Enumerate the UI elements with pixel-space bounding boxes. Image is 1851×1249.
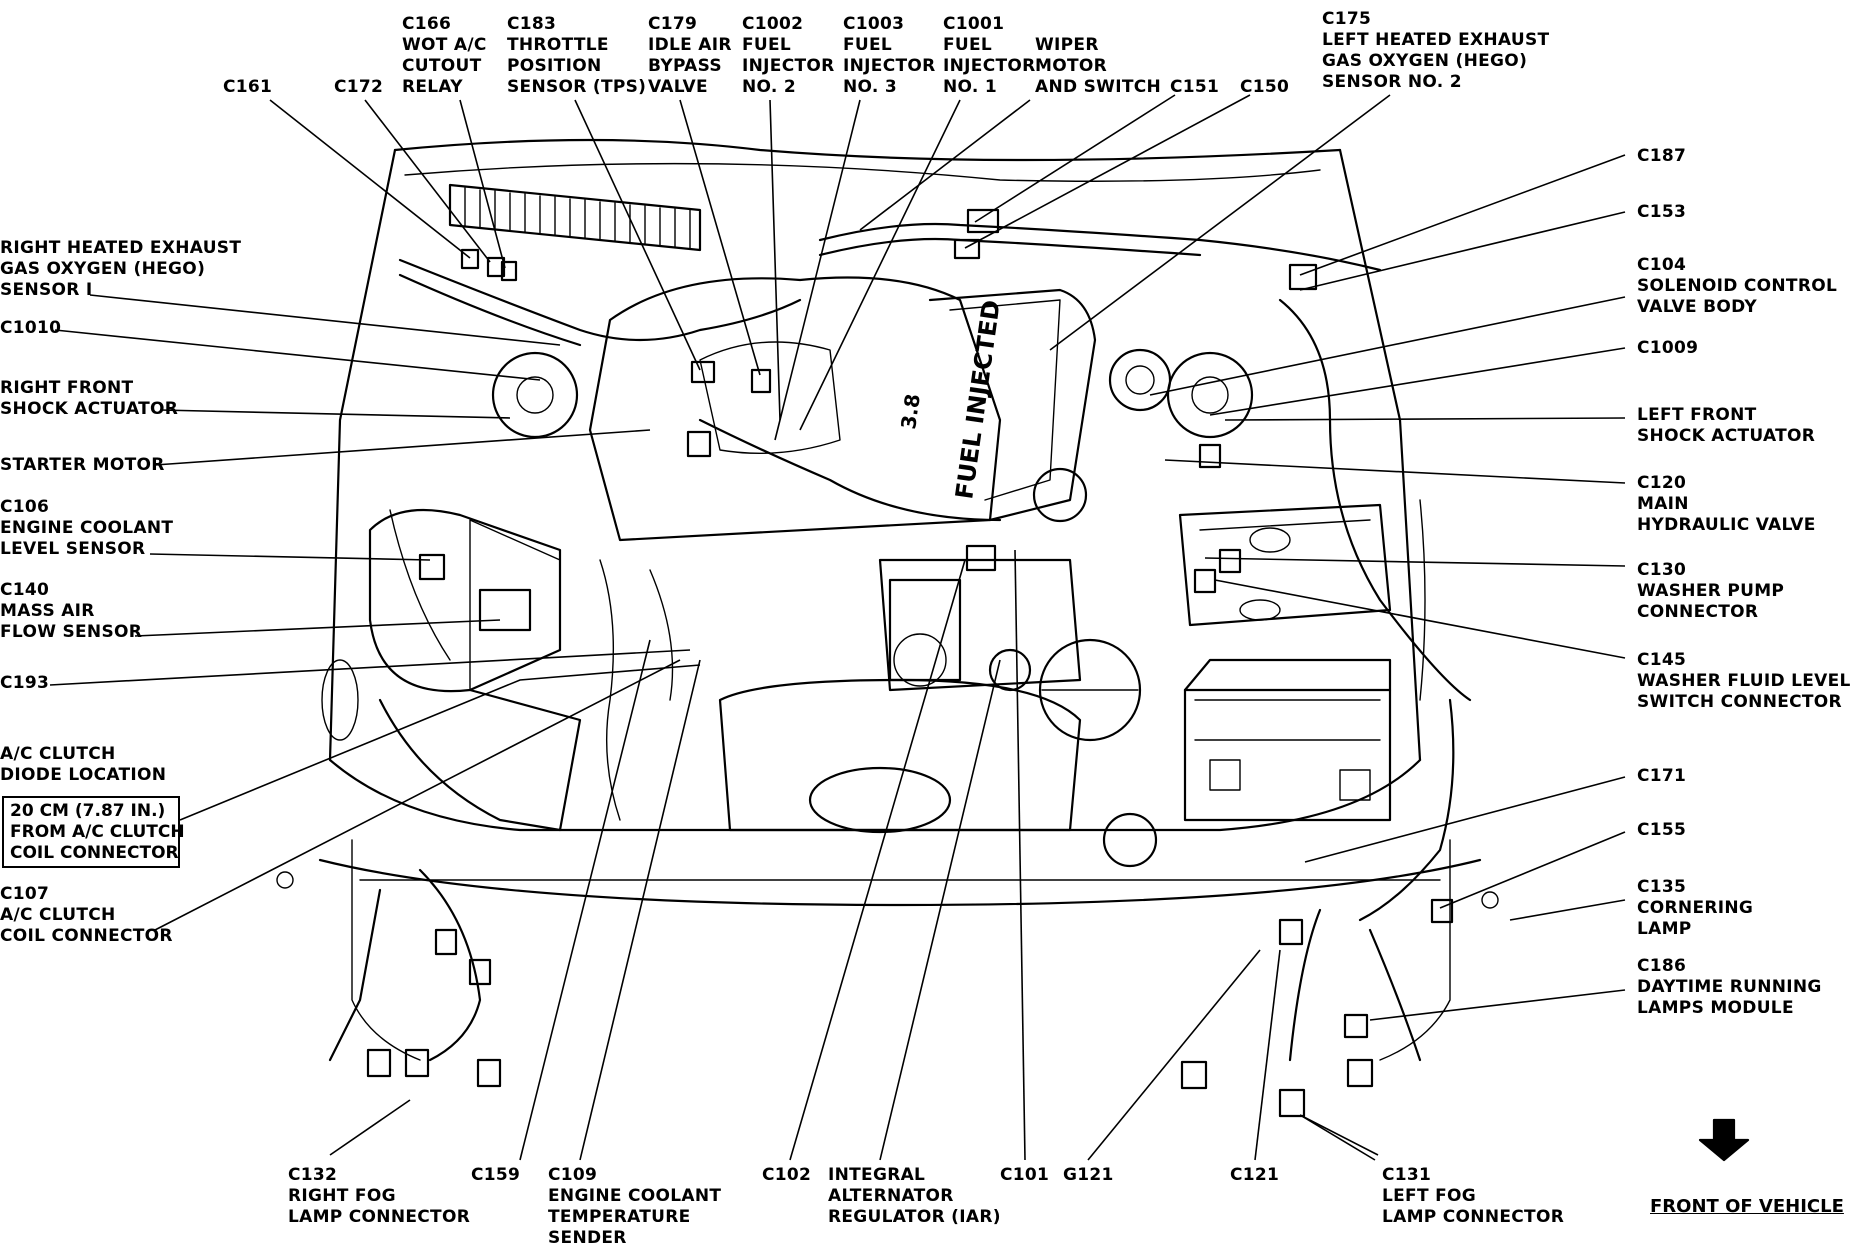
label-c159: C159 xyxy=(471,1165,521,1185)
label-iar: INTEGRAL ALTERNATOR REGULATOR (IAR) xyxy=(828,1165,1001,1227)
label-c187: C187 xyxy=(1637,146,1687,166)
front-of-vehicle-caption: FRONT OF VEHICLE xyxy=(1650,1196,1844,1217)
label-c121: C121 xyxy=(1230,1165,1280,1185)
label-right-front-shock: RIGHT FRONT SHOCK ACTUATOR xyxy=(0,378,179,419)
label-c145: C145 WASHER FLUID LEVEL SWITCH CONNECTOR xyxy=(1637,650,1851,712)
label-c130: C130 WASHER PUMP CONNECTOR xyxy=(1637,560,1785,622)
fender-outline xyxy=(318,138,1482,1061)
label-c101: C101 xyxy=(1000,1165,1050,1185)
label-c1001: C1001 FUEL INJECTOR NO. 1 xyxy=(943,14,1036,97)
label-ac-clutch-diode: A/C CLUTCH DIODE LOCATION xyxy=(0,744,167,785)
leader-lines xyxy=(49,94,1626,1161)
battery xyxy=(1183,658,1392,822)
label-c171: C171 xyxy=(1637,766,1687,786)
dimension-note-box: 20 CM (7.87 IN.) FROM A/C CLUTCH COIL CO… xyxy=(2,796,185,868)
engine-badge-text: 3.8 xyxy=(896,392,925,430)
washer-reservoir xyxy=(1178,503,1392,627)
label-c132: C132 RIGHT FOG LAMP CONNECTOR xyxy=(288,1165,471,1227)
front-arrow-icon xyxy=(1698,1118,1750,1162)
label-c193: C193 xyxy=(0,673,50,693)
air-cleaner xyxy=(321,508,582,832)
engine-block: FUEL INJECTED 3.8 xyxy=(588,276,1172,742)
label-c166: C166 WOT A/C CUTOUT RELAY xyxy=(402,14,487,97)
label-c172: C172 xyxy=(334,77,384,97)
label-c140: C140 MASS AIR FLOW SENSOR xyxy=(0,580,143,642)
label-c104: C104 SOLENOID CONTROL VALVE BODY xyxy=(1637,255,1838,317)
label-c1009: C1009 xyxy=(1637,338,1699,358)
label-c175: C175 LEFT HEATED EXHAUST GAS OXYGEN (HEG… xyxy=(1322,9,1550,92)
label-c102: C102 xyxy=(762,1165,812,1185)
label-c1010: C1010 xyxy=(0,318,62,338)
label-c179: C179 IDLE AIR BYPASS VALVE xyxy=(648,14,732,97)
engine-marking-text: FUEL INJECTED xyxy=(950,298,1006,501)
label-c183: C183 THROTTLE POSITION SENSOR (TPS) xyxy=(507,14,647,97)
strut-towers xyxy=(389,351,1426,701)
label-c1002: C1002 FUEL INJECTOR NO. 2 xyxy=(742,14,835,97)
label-c153: C153 xyxy=(1637,202,1687,222)
label-c155: C155 xyxy=(1637,820,1687,840)
cowl-grille xyxy=(448,183,702,252)
label-c120: C120 MAIN HYDRAULIC VALVE xyxy=(1637,473,1816,535)
label-c151: C151 xyxy=(1170,77,1220,97)
label-c106: C106 ENGINE COOLANT LEVEL SENSOR xyxy=(0,497,174,559)
label-right-hego: RIGHT HEATED EXHAUST GAS OXYGEN (HEGO) S… xyxy=(0,238,242,300)
label-wiper-motor: WIPER MOTOR AND SWITCH xyxy=(1035,35,1162,97)
label-c161: C161 xyxy=(223,77,273,97)
label-left-front-shock: LEFT FRONT SHOCK ACTUATOR xyxy=(1637,405,1816,446)
label-c1003: C1003 FUEL INJECTOR NO. 3 xyxy=(843,14,936,97)
label-c109: C109 ENGINE COOLANT TEMPERATURE SENDER xyxy=(548,1165,722,1248)
label-c150: C150 xyxy=(1240,77,1290,97)
label-c186: C186 DAYTIME RUNNING LAMPS MODULE xyxy=(1637,956,1822,1018)
wiring-harness xyxy=(328,222,1472,1062)
label-starter-motor: STARTER MOTOR xyxy=(0,455,165,475)
label-g121: G121 xyxy=(1063,1165,1114,1185)
label-c131: C131 LEFT FOG LAMP CONNECTOR xyxy=(1382,1165,1565,1227)
label-c135: C135 CORNERING LAMP xyxy=(1637,877,1754,939)
oil-pan xyxy=(718,678,1158,868)
label-c107: C107 A/C CLUTCH COIL CONNECTOR xyxy=(0,884,173,946)
